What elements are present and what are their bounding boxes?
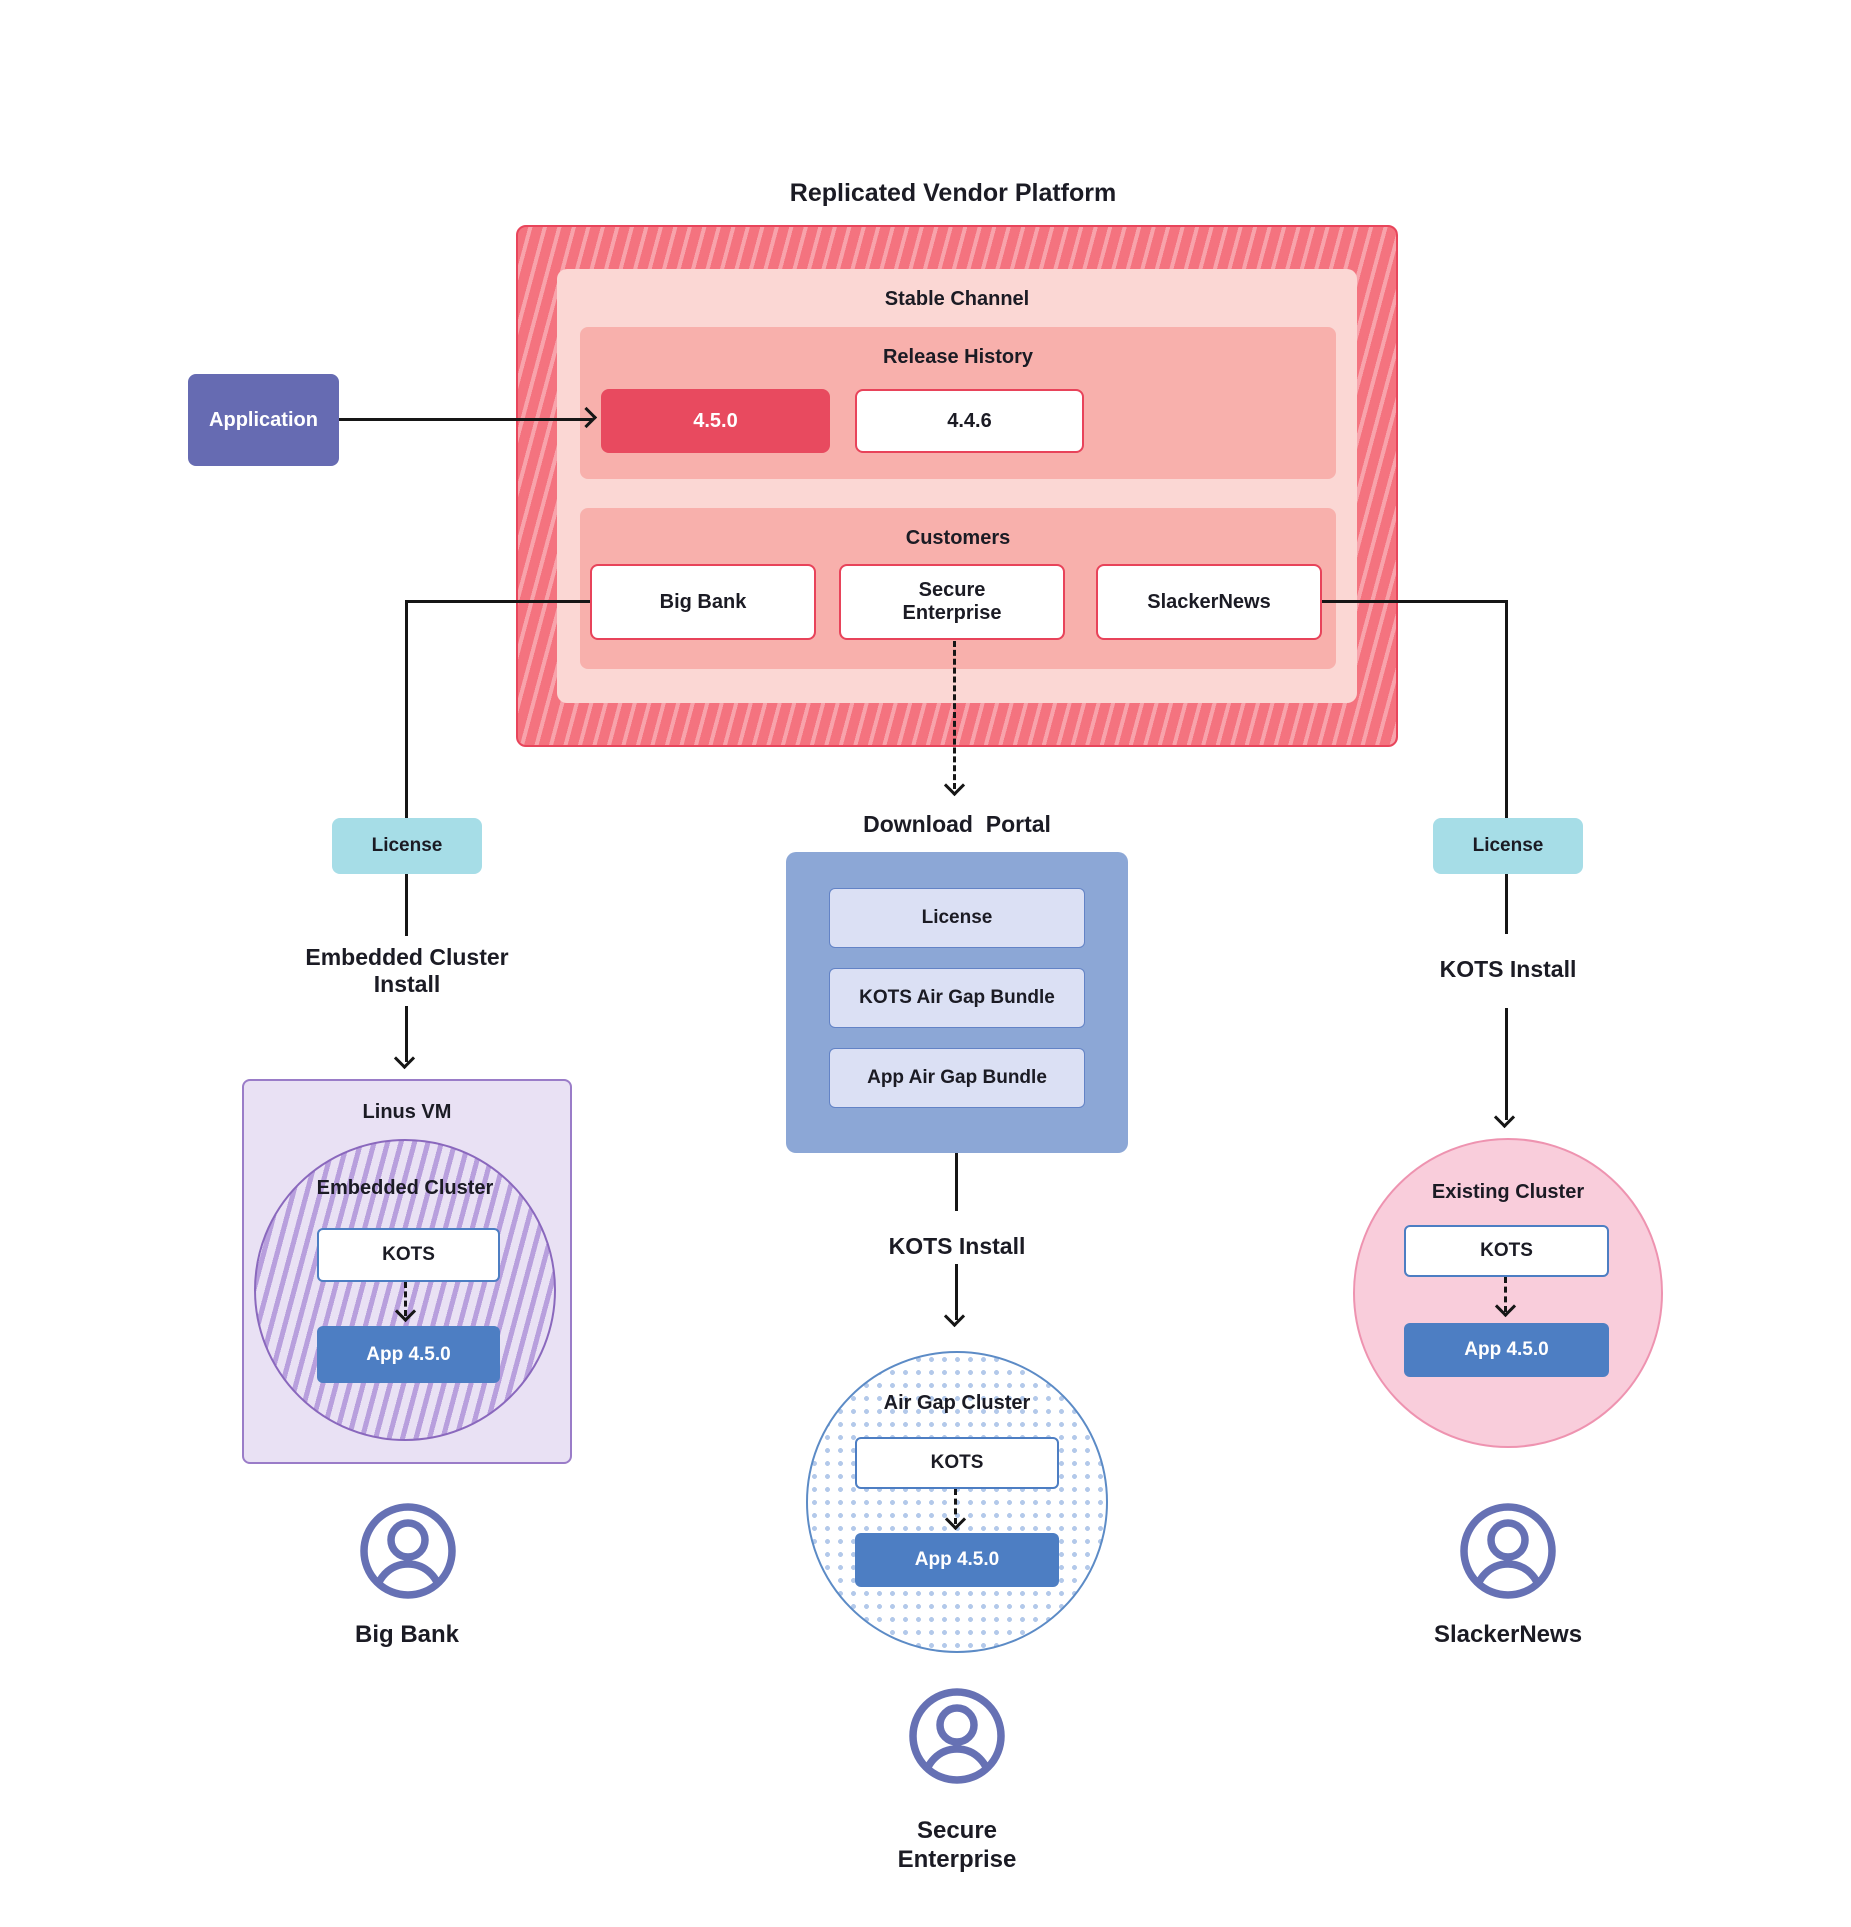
kots-install-label-right: KOTS Install [1439, 955, 1577, 982]
app-box-left: App 4.5.0 [317, 1326, 500, 1383]
kots-install-label-middle: KOTS Install [888, 1232, 1026, 1259]
portal-arrowhead-icon [943, 774, 966, 797]
big-bank-connector-v [405, 600, 408, 818]
customer-secure-enterprise: Secure Enterprise [839, 564, 1065, 640]
big-bank-person-icon [356, 1499, 460, 1603]
application-box: Application [188, 374, 339, 466]
kots-install-arrowhead-right-icon [1493, 1106, 1516, 1129]
license-box-left: License [332, 818, 482, 874]
existing-cluster-label: Existing Cluster [1431, 1180, 1585, 1203]
release-history-label: Release History [882, 345, 1034, 368]
kots-app-dotted-left [404, 1282, 407, 1316]
embedded-cluster-label: Embedded Cluster [316, 1176, 494, 1199]
kots-box-left: KOTS [317, 1228, 500, 1282]
portal-item-kots-bundle: KOTS Air Gap Bundle [829, 968, 1085, 1028]
license-box-right: License [1433, 818, 1583, 874]
install-arrow-line-left [405, 1006, 408, 1062]
install-arrowhead-left-icon [393, 1047, 416, 1070]
secure-enterprise-person-icon [905, 1684, 1009, 1788]
kots-app-dotted-middle [954, 1489, 957, 1524]
air-gap-cluster-circle [806, 1351, 1108, 1653]
kots-install-arrow-middle [955, 1264, 958, 1320]
kots-box-right: KOTS [1404, 1225, 1609, 1277]
slackernews-connector-v [1505, 600, 1508, 818]
portal-kots-line [955, 1153, 958, 1211]
air-gap-cluster-label: Air Gap Cluster [883, 1391, 1031, 1414]
app-box-right: App 4.5.0 [1404, 1323, 1609, 1377]
kots-install-arrowhead-middle-icon [943, 1305, 966, 1328]
linus-vm-label: Linus VM [362, 1100, 452, 1123]
secure-enterprise-persona-label: Secure Enterprise [897, 1817, 1017, 1873]
license-line-right [1505, 874, 1508, 934]
existing-cluster-circle [1353, 1138, 1663, 1448]
slackernews-persona-label: SlackerNews [1433, 1621, 1583, 1648]
embedded-cluster-install-label: Embedded Cluster Install [305, 944, 509, 997]
license-line-left [405, 874, 408, 936]
kots-app-dotted-right [1504, 1277, 1507, 1312]
big-bank-persona-label: Big Bank [354, 1621, 459, 1648]
embedded-cluster-circle [254, 1139, 556, 1441]
kots-box-middle: KOTS [855, 1437, 1059, 1489]
download-portal-label: Download Portal [863, 810, 1051, 837]
customer-slackernews: SlackerNews [1096, 564, 1322, 640]
kots-install-arrow-right [1505, 1008, 1508, 1120]
release-version-current: 4.5.0 [601, 389, 830, 453]
portal-item-app-bundle: App Air Gap Bundle [829, 1048, 1085, 1108]
stable-channel-label: Stable Channel [884, 287, 1030, 310]
slackernews-person-icon [1456, 1499, 1560, 1603]
big-bank-connector-h [406, 600, 590, 603]
diagram-title: Replicated Vendor Platform [789, 178, 1117, 207]
application-arrow-line [339, 418, 592, 421]
customers-label: Customers [905, 526, 1011, 549]
slackernews-connector-h [1322, 600, 1507, 603]
customer-big-bank: Big Bank [590, 564, 816, 640]
app-box-middle: App 4.5.0 [855, 1533, 1059, 1587]
secure-enterprise-dotted-line [953, 641, 956, 789]
release-version-previous: 4.4.6 [855, 389, 1084, 453]
portal-item-license: License [829, 888, 1085, 948]
